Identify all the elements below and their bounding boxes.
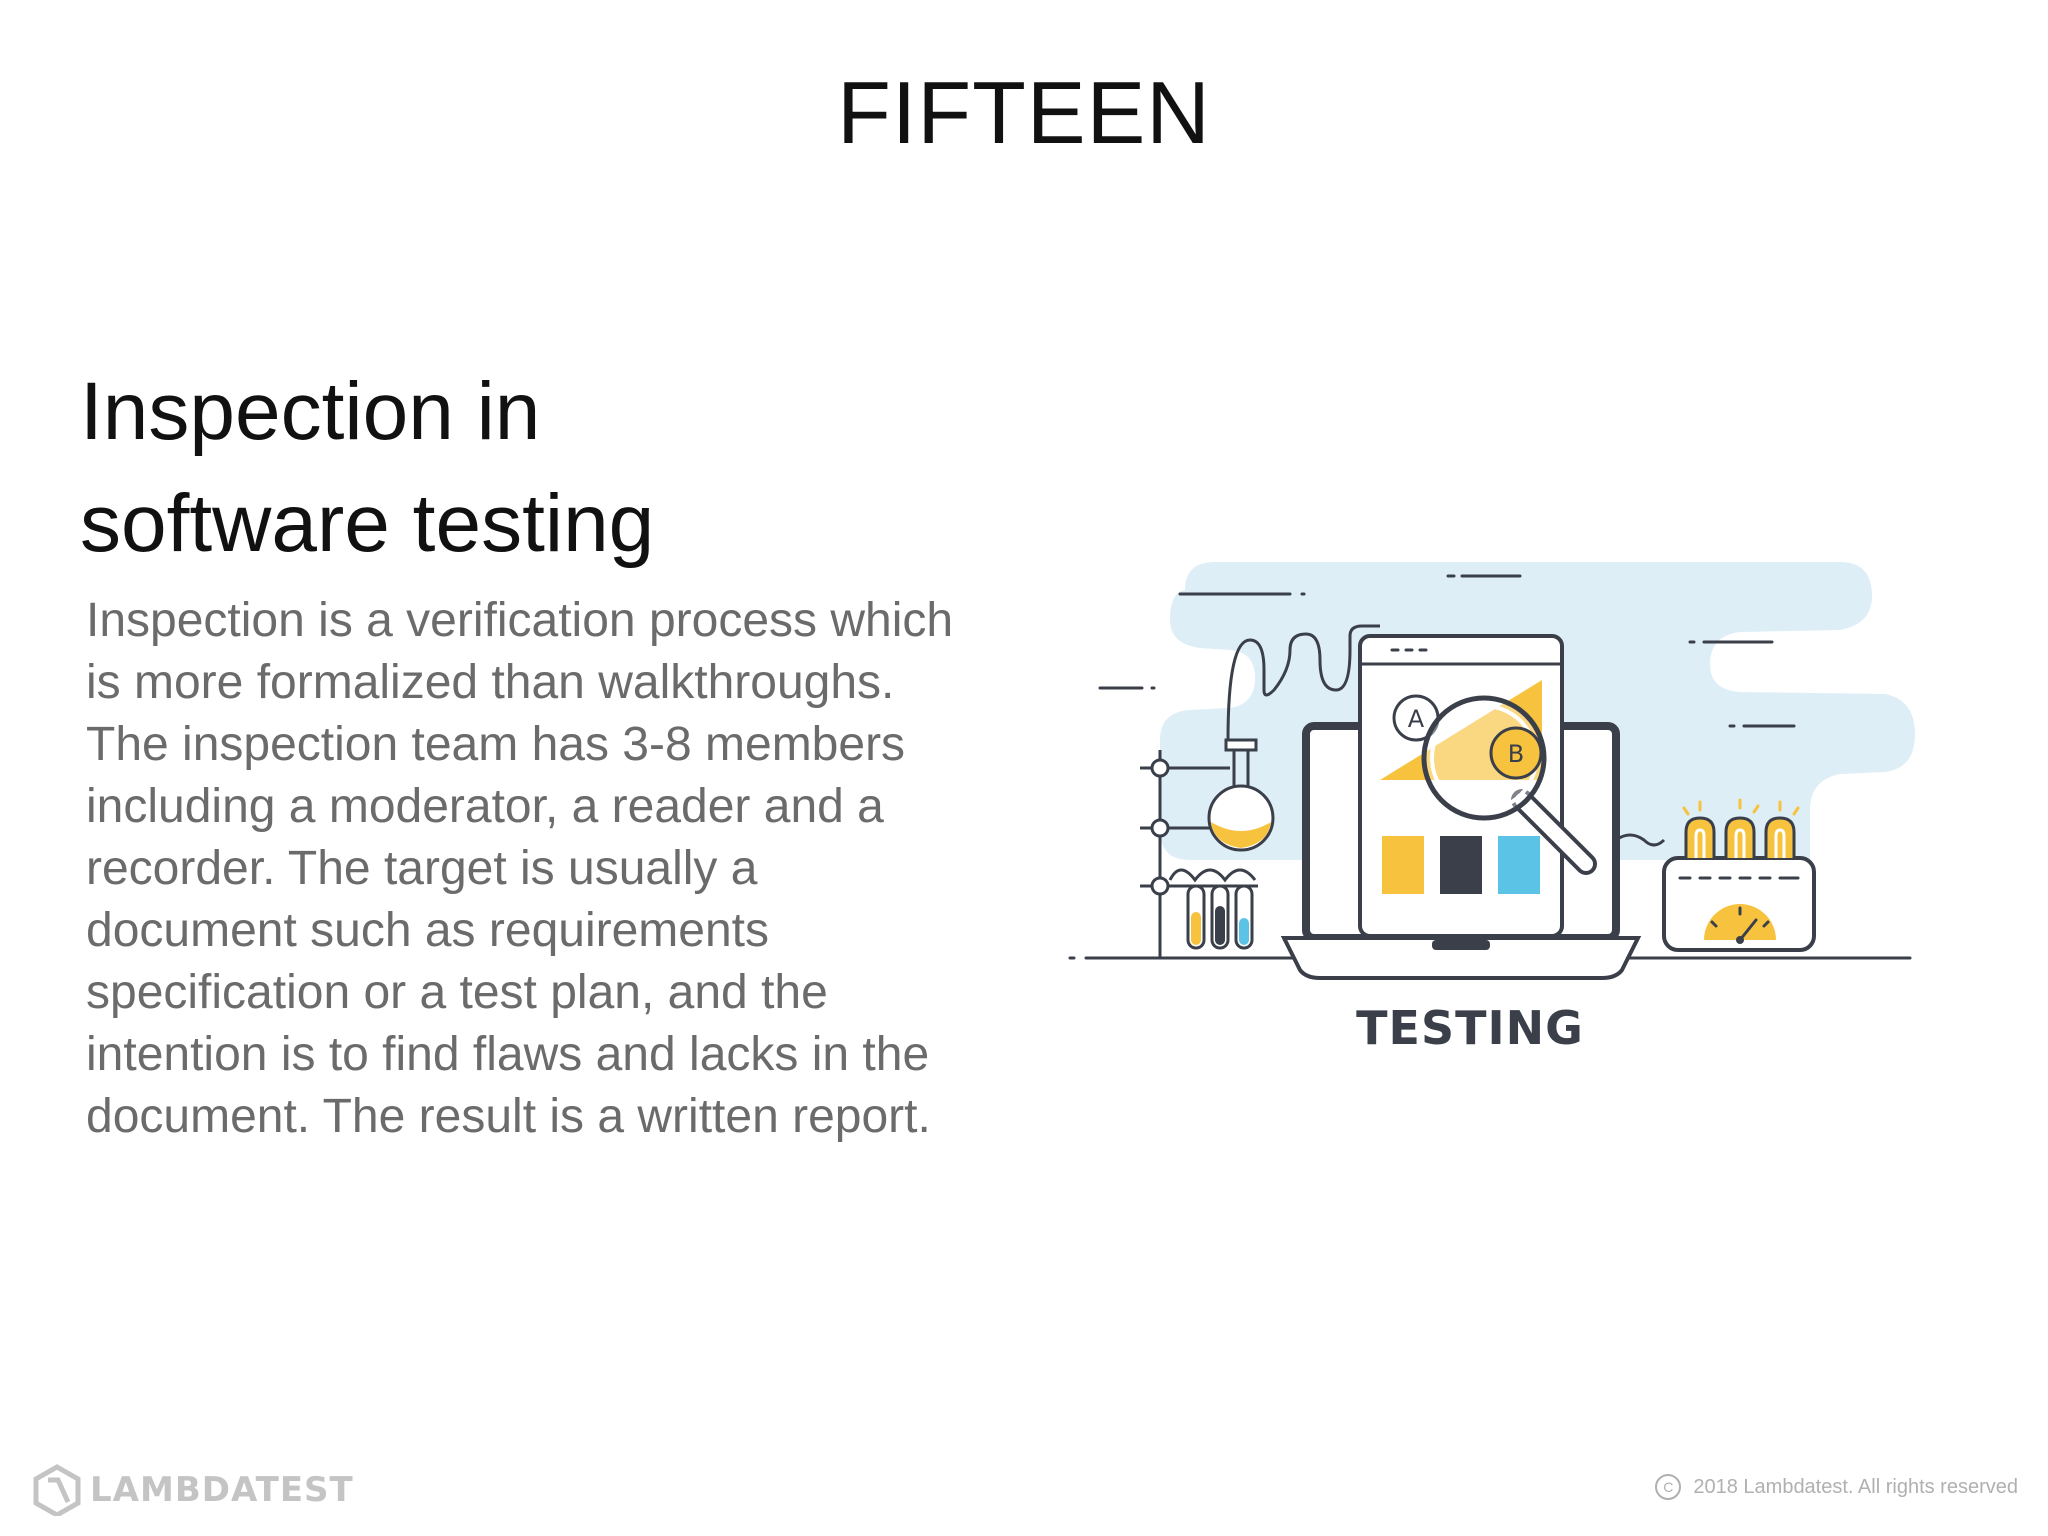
body-line: specification or a test plan, and the bbox=[86, 966, 828, 1019]
slide-number-heading: FIFTEEN bbox=[837, 63, 1211, 162]
slide-title-line-2: software testing bbox=[80, 478, 655, 569]
label-a: A bbox=[1408, 705, 1425, 733]
testing-illustration: A B bbox=[1068, 562, 1915, 980]
body-line: intention is to find flaws and lacks in … bbox=[86, 1028, 930, 1081]
magnifier-icon: B bbox=[1421, 695, 1597, 875]
copyright-icon: C bbox=[1655, 1474, 1682, 1500]
footer-copyright: C 2018 Lambdatest. All rights reserved bbox=[1655, 1474, 2018, 1500]
lab-stand bbox=[1140, 750, 1230, 958]
lambdatest-logo-icon bbox=[33, 1464, 81, 1516]
footer-logo: LAMBDATEST bbox=[32, 1462, 354, 1518]
gauge-device-icon bbox=[1615, 798, 1816, 952]
body-line: including a moderator, a reader and a bbox=[86, 780, 884, 833]
copyright-text: 2018 Lambdatest. All rights reserved bbox=[1693, 1475, 2018, 1498]
body-line: document such as requirements bbox=[86, 904, 770, 957]
slide-body-text: Inspection is a verification process whi… bbox=[86, 590, 1046, 1148]
illustration-caption: TESTING bbox=[1356, 1001, 1584, 1055]
footer-brand-text: LAMBDATEST bbox=[90, 1470, 354, 1510]
test-tubes-icon bbox=[1168, 868, 1258, 950]
slide-title: Inspection in software testing bbox=[80, 356, 980, 580]
body-line: The inspection team has 3-8 members bbox=[86, 718, 906, 771]
flask-icon bbox=[1207, 624, 1380, 852]
body-line: Inspection is a verification process whi… bbox=[86, 594, 954, 647]
body-line: is more formalized than walkthroughs. bbox=[86, 656, 895, 709]
label-b: B bbox=[1508, 740, 1524, 768]
slide-title-line-1: Inspection in bbox=[80, 366, 541, 457]
body-line: recorder. The target is usually a bbox=[86, 842, 758, 895]
body-line: document. The result is a written report… bbox=[86, 1090, 931, 1143]
